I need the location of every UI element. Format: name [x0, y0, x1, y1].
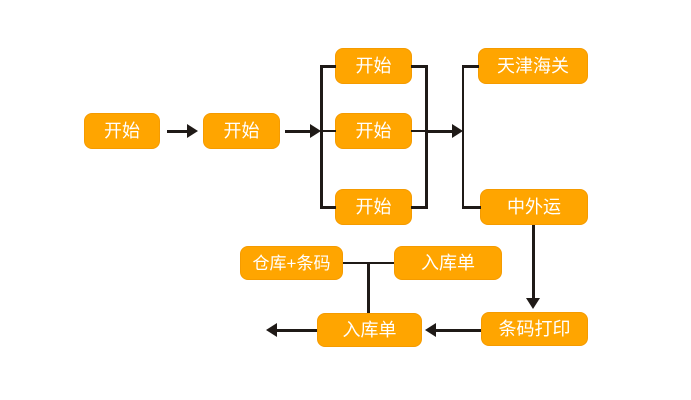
arrow-start2-branch-shaft: [285, 129, 310, 133]
branch-stub-middle-right: [411, 129, 427, 133]
customs-bracket-rail: [461, 65, 464, 209]
branch-stub-bottom-left: [321, 206, 336, 209]
arrow-right-icon: [452, 123, 463, 138]
branch-stub-top-right: [411, 65, 427, 68]
arrow-right-icon: [187, 123, 198, 138]
arrow-left-icon: [266, 323, 277, 337]
node-start-2: 开始: [203, 113, 280, 149]
arrow-inbound-exit-shaft: [277, 328, 317, 332]
arrow-print-inbound-shaft: [436, 328, 481, 332]
branch-stub-middle-left: [322, 129, 336, 133]
node-branch-bottom: 开始: [335, 189, 412, 225]
arrow-down-icon: [526, 298, 540, 309]
customs-bracket-stub-bottom: [463, 206, 481, 209]
arrow-left-icon: [425, 323, 436, 337]
node-start-1: 开始: [84, 113, 160, 149]
arrow-start1-start2-shaft: [167, 129, 187, 133]
arrow-branch-customs-shaft: [428, 129, 453, 133]
node-branch-middle: 开始: [335, 113, 412, 149]
branch-stub-top-left: [321, 65, 336, 68]
node-branch-top: 开始: [335, 48, 412, 84]
node-barcode-print: 条码打印: [481, 312, 588, 346]
node-inbound-order-upper: 入库单: [394, 246, 502, 280]
tee-connector-vertical: [367, 262, 370, 313]
branch-rail-left: [320, 65, 323, 209]
arrow-right-icon: [310, 123, 321, 138]
node-tianjin-customs: 天津海关: [478, 48, 588, 84]
customs-bracket-stub-top: [463, 65, 479, 68]
node-inbound-order-lower: 入库单: [317, 313, 422, 347]
arrow-sinotrans-print-shaft: [531, 225, 535, 299]
branch-rail-right: [425, 65, 428, 209]
branch-stub-bottom-right: [411, 206, 427, 209]
node-sinotrans: 中外运: [480, 189, 588, 225]
node-warehouse-barcode: 仓库+条码: [240, 246, 343, 280]
